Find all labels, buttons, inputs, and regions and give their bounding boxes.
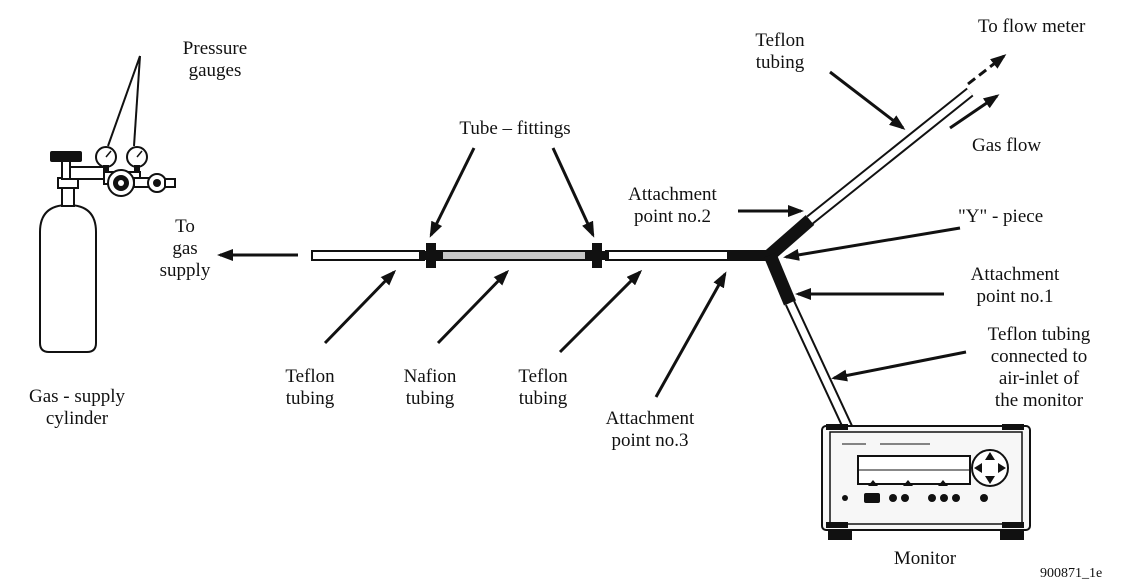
- arrow-teflon-tubing-upper: [829, 70, 906, 130]
- teflon-tubing-middle: [605, 250, 729, 261]
- teflon-tubing-left-line2: tubing: [285, 388, 335, 409]
- figure-id: 900871_1e: [1040, 566, 1103, 581]
- attachment-point-1-label: Attachment point no.1: [950, 264, 1080, 308]
- teflon-tubing-middle-label: Teflon tubing: [503, 366, 583, 410]
- gauge-pointer-line-right: [133, 55, 141, 147]
- to-gas-supply-line2: gas: [172, 238, 198, 259]
- monitor-label: Monitor: [893, 548, 957, 569]
- to-gas-supply-label: To gas supply: [150, 216, 220, 282]
- tube-fittings-label: Tube – fittings: [459, 118, 571, 139]
- arrow-teflon-tubing-middle: [558, 269, 643, 354]
- attachment-point-1-line2: point no.1: [976, 286, 1054, 307]
- pressure-regulator: [95, 146, 176, 197]
- to-flow-meter-label: To flow meter: [978, 16, 1086, 37]
- to-gas-supply-line3: supply: [159, 260, 211, 281]
- teflon-tubing-middle-line2: tubing: [518, 388, 568, 409]
- attachment-point-2-line2: point no.2: [633, 206, 712, 227]
- attachment-point-1-line1: Attachment: [970, 264, 1060, 285]
- tube-fitting-right: [585, 243, 609, 268]
- arrow-to-flow-meter: [967, 54, 1007, 86]
- teflon-tubing-monitor-label: Teflon tubing connected to air-inlet of …: [962, 324, 1116, 412]
- arrow-teflon-tubing-monitor: [831, 350, 967, 382]
- teflon-tubing-upper: [806, 87, 974, 225]
- attachment-point-3-label: Attachment point no.3: [590, 408, 710, 452]
- pressure-gauges-line1: Pressure: [182, 38, 248, 59]
- pressure-gauges-label: Pressure gauges: [170, 38, 260, 82]
- attachment-point-2-line1: Attachment: [628, 184, 717, 205]
- teflon-tubing-monitor-line1: Teflon tubing: [987, 324, 1091, 345]
- gas-supply-cylinder-label: Gas - supply cylinder: [12, 386, 142, 430]
- teflon-tubing-upper-label: Teflon tubing: [740, 30, 820, 74]
- teflon-tubing-middle-line1: Teflon: [518, 366, 568, 387]
- teflon-tubing-monitor-line3: air-inlet of: [998, 368, 1080, 389]
- teflon-tubing-monitor-line2: connected to: [990, 346, 1088, 367]
- arrow-gas-flow: [949, 94, 1000, 130]
- to-gas-supply-line1: To: [175, 216, 195, 237]
- teflon-tubing-upper-line1: Teflon: [755, 30, 805, 51]
- y-piece: [764, 215, 815, 306]
- monitor-device: [821, 424, 1031, 540]
- nafion-tubing-line2: tubing: [405, 388, 455, 409]
- teflon-tubing-left: [311, 250, 425, 261]
- nafion-tubing-line1: Nafion: [403, 366, 457, 387]
- tube-fitting-left: [419, 243, 443, 268]
- teflon-tubing-left-label: Teflon tubing: [270, 366, 350, 410]
- arrow-teflon-tubing-left: [323, 269, 397, 345]
- teflon-tubing-upper-line2: tubing: [755, 52, 805, 73]
- arrow-nafion-tubing: [436, 269, 510, 345]
- arrow-attachment-point-3: [654, 271, 727, 398]
- attachment-point-3-line1: Attachment: [605, 408, 695, 429]
- y-piece-label: "Y" - piece: [958, 206, 1044, 227]
- attachment-point-2-label: Attachment point no.2: [610, 184, 735, 228]
- arrow-tube-fitting-right: [551, 147, 595, 238]
- arrow-tube-fitting-left: [429, 147, 476, 238]
- gas-flow-label: Gas flow: [972, 135, 1042, 156]
- attachment-point-3-line2: point no.3: [611, 430, 689, 451]
- gas-supply-cylinder-line2: cylinder: [45, 408, 109, 429]
- pressure-gauges-line2: gauges: [188, 60, 242, 81]
- nafion-tubing: [435, 250, 595, 261]
- attachment-point-3-coupling: [727, 250, 773, 261]
- nafion-tubing-label: Nafion tubing: [385, 366, 475, 410]
- teflon-tubing-left-line1: Teflon: [285, 366, 335, 387]
- gauge-pointer-line-left: [107, 55, 141, 147]
- arrow-y-piece: [783, 226, 961, 261]
- teflon-tubing-monitor-line4: the monitor: [994, 390, 1084, 411]
- gas-supply-cylinder-line1: Gas - supply: [28, 386, 126, 407]
- gas-cylinder: [39, 177, 97, 353]
- teflon-tubing-monitor: [785, 300, 853, 431]
